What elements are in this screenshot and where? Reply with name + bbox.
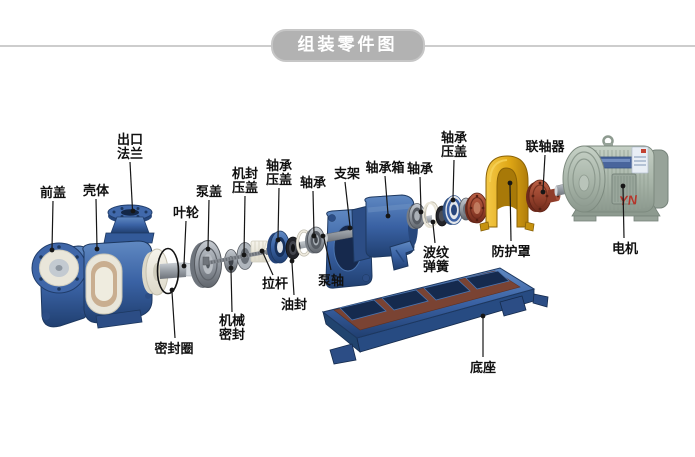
label-outlet-flange-1: 出口	[117, 132, 143, 147]
pump-casing-part	[82, 204, 155, 329]
coupling-motor-half	[526, 179, 561, 213]
label-wave-spring-1: 波纹	[423, 245, 450, 260]
label-bearing-rear: 轴承	[407, 161, 433, 176]
part-labels: 前盖 壳体 出口 法兰 叶轮 泵盖 机封 压盖 轴承 压盖 轴承 支架 轴承箱 …	[40, 130, 638, 375]
label-guard: 防护罩	[491, 244, 530, 259]
page-title: 组装零件图	[297, 35, 398, 54]
label-seal-ring: 密封圈	[153, 341, 193, 356]
impeller-part	[142, 248, 198, 296]
label-mechanical-seal-1: 机械	[219, 313, 245, 328]
leader-lines	[49, 154, 626, 357]
label-wave-spring-2: 弹簧	[423, 259, 449, 274]
label-front-cover: 前盖	[40, 185, 66, 200]
label-mechanical-seal-2: 密封	[218, 327, 245, 342]
label-tie-rod: 拉杆	[262, 276, 288, 291]
label-outlet-flange-2: 法兰	[117, 146, 143, 161]
label-bearing-housing: 轴承箱	[365, 160, 404, 175]
protective-guard	[479, 155, 535, 232]
bearing-front-part	[305, 226, 325, 254]
base-plate	[321, 267, 549, 365]
front-cover-part	[31, 242, 93, 328]
motor-brand-text: YN	[619, 192, 639, 208]
bearing-gland-rear-disc	[442, 195, 464, 225]
label-bearing-gland-r-1: 轴承	[441, 130, 467, 145]
label-oil-seal: 油封	[281, 297, 307, 312]
electric-motor: YN	[562, 135, 669, 222]
coupling-pump-half	[465, 192, 488, 224]
label-casing: 壳体	[82, 183, 110, 198]
label-pump-shaft: 泵轴	[318, 273, 344, 288]
tie-rod-part	[202, 250, 266, 266]
page-title-badge: 组装零件图	[270, 29, 425, 62]
label-impeller: 叶轮	[173, 205, 199, 220]
label-mech-seal-gland-1: 机封	[232, 166, 258, 181]
seal-ring-marker	[156, 247, 180, 295]
label-bearing-front: 轴承	[300, 175, 326, 190]
label-bearing-gland-r-2: 压盖	[441, 144, 467, 159]
label-mech-seal-gland-2: 压盖	[232, 180, 258, 195]
label-bracket: 支架	[333, 166, 360, 181]
label-bearing-gland-f-2: 压盖	[266, 172, 292, 187]
label-bearing-gland-f-1: 轴承	[266, 158, 292, 173]
label-motor: 电机	[612, 241, 638, 256]
label-pump-cover: 泵盖	[196, 184, 222, 199]
label-coupling: 联轴器	[525, 139, 565, 154]
foot-bracket	[389, 240, 415, 271]
label-base: 底座	[470, 360, 496, 375]
